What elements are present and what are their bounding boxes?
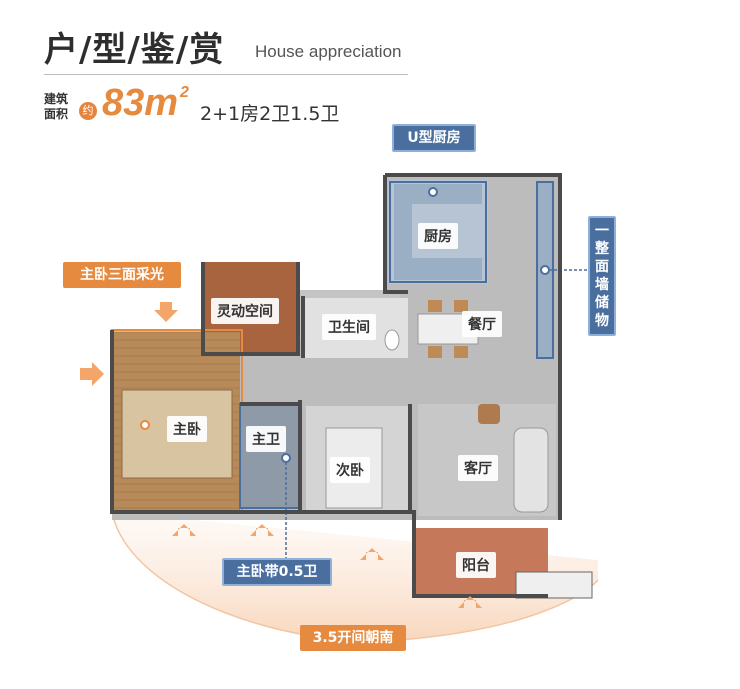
light-arrow-south-4 [458, 596, 482, 608]
light-arrow-south-1 [172, 524, 196, 536]
area-value: 83m [102, 82, 179, 124]
room-label-master-bedroom: 主卧 [167, 416, 207, 442]
room-label-living-room: 客厅 [458, 455, 498, 481]
room-label-kitchen: 厨房 [418, 223, 458, 249]
room-label-bathroom: 卫生间 [322, 314, 376, 340]
light-arrow-north [154, 302, 178, 322]
balcony-terrace [515, 571, 593, 599]
storage-marker-dot [540, 265, 550, 275]
callout-master-half-bath: 主卧带0.5卫 [222, 558, 332, 586]
armchair [478, 404, 500, 424]
light-arrow-south-2 [250, 524, 274, 536]
room-label-master-bath: 主卫 [246, 426, 286, 452]
south-light-arc [112, 512, 598, 642]
callout-storage-wall: 一整面墙储物 [588, 216, 616, 336]
light-arrow-south-3 [360, 548, 384, 560]
toilet [384, 329, 400, 351]
page-title: 户/型/鉴/赏 [44, 30, 225, 70]
dining-chair-1 [428, 300, 442, 312]
approx-badge: 约 [79, 102, 97, 120]
light-arrow-west [80, 362, 104, 386]
room-label-balcony: 阳台 [456, 552, 496, 578]
dining-chair-3 [428, 346, 442, 358]
area-label-line1: 建筑 [44, 92, 69, 106]
title-divider [44, 74, 408, 75]
callout-u-kitchen: U型厨房 [392, 124, 476, 152]
kitchen-highlight [389, 181, 487, 283]
kitchen-counter [394, 184, 482, 204]
room-label-dining: 餐厅 [462, 311, 502, 337]
page-subtitle: House appreciation [255, 42, 402, 61]
master-bath-marker-dot [281, 453, 291, 463]
area-label: 建筑 面积 [44, 92, 80, 122]
layout-description: 2+1房2卫1.5卫 [200, 103, 340, 125]
area-unit-superscript: 2 [180, 84, 189, 101]
room-label-flex-space: 灵动空间 [211, 298, 279, 324]
kitchen-counter-bottom [412, 258, 482, 280]
kitchen-counter-side [394, 204, 412, 280]
sofa [513, 427, 549, 513]
kitchen-marker-dot [428, 187, 438, 197]
dining-chair-2 [454, 300, 468, 312]
callout-master-three-light: 主卧三面采光 [63, 262, 181, 288]
master-bath-area [240, 404, 300, 508]
callout-south-width: 3.5开间朝南 [300, 625, 406, 651]
dining-chair-4 [454, 346, 468, 358]
walls [110, 173, 562, 598]
area-label-line2: 面积 [44, 107, 69, 121]
master-bedroom-marker-dot [140, 420, 150, 430]
room-label-second-bedroom: 次卧 [330, 457, 370, 483]
